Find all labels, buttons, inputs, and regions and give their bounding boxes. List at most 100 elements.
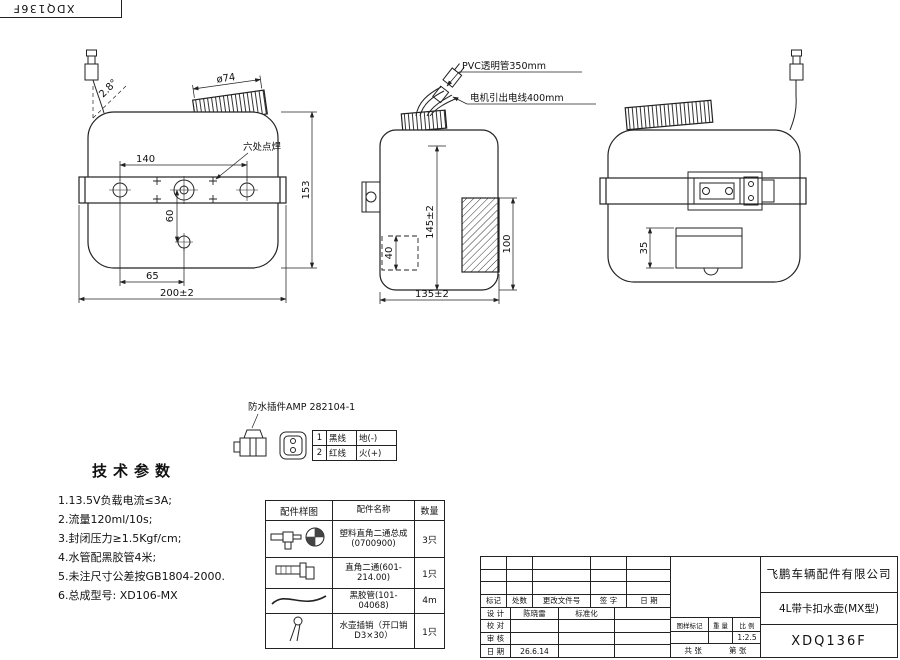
date-label: 日 期 [481,645,511,657]
tube-connector-lower [432,85,450,104]
tech-param-item: 6.总成型号: XD106-MX [58,589,178,602]
part-qty: 1只 [414,557,445,589]
pvc-tube-callout [446,71,582,87]
design-label: 设 计 [481,607,511,620]
part-sample-cell [265,557,333,589]
title-block-stamp-area: 图样标记 重 量 比 例 1:2.5 共 张 第 张 [671,557,761,657]
stamp-values-row: 1:2.5 [671,632,760,644]
title-block-identity-area: 飞鹏车辆配件有限公司 4L带卡扣水壶(MX型) XDQ136F [761,557,897,657]
tech-param-item: 3.封闭压力≥1.5Kgf/cm; [58,532,182,545]
part-name: 塑料直角二通总成(0700900) [332,520,415,558]
dim-35: 35 [639,227,674,269]
dim-cap-dia-label: ø74 [216,72,236,86]
dim-145-label: 145±2 [425,205,436,239]
sheet-count-row: 共 张 第 张 [671,644,760,657]
motor-wire-callout [452,96,596,105]
parts-table-header-row: 配件样图 配件名称 数量 [265,500,445,521]
dim-200: 200±2 [78,205,287,303]
dim-145: 145±2 [425,145,446,291]
connector-side-view [233,429,267,457]
title-block-revision-area: 标记 处数 更改文件号 签 字 日 期 设 计 陈晓雷 标准化 校 对 审 核 … [481,557,671,657]
parts-table: 配件样图 配件名称 数量 塑料直角二通总成(0700900) 3只 [265,500,445,649]
corner-drawing-number-block: XDQ136F [0,0,122,18]
review-row: 审 核 [481,632,670,646]
parts-row: 直角二通(601-214.00) 1只 [265,557,445,589]
part-sample-elbow-drawing [275,562,315,580]
power-wire-connector-right [789,49,804,131]
rev-header: 标记 [481,594,507,607]
power-wire-connector-front [84,49,105,114]
revision-empty-row [481,557,670,570]
pvc-tube-label: PVC透明管350mm [462,60,546,72]
tech-param-item: 1.13.5V负载电流≤3A; [58,494,172,507]
angle-annotation-lines [92,85,127,119]
part-sample-cell [265,520,333,558]
parts-row: 水壶插销（开口销D3×30） 1只 [265,613,445,649]
rev-header: 签 字 [591,594,627,607]
mounting-bracket-side [361,181,381,213]
stamp-empty-area [671,557,760,618]
part-name: 直角二通(601-214.00) [332,557,415,589]
sheet-index: 第 张 [729,646,747,655]
pump-hatched-side [461,197,500,273]
dim-cap-dia: ø74 [192,72,263,98]
connector-pin-table: 1 黑线 地(-) 2 红线 火(+) [312,430,397,461]
filler-cap-right [624,99,714,131]
date-row: 日 期 26.6.14 [481,645,670,657]
technical-parameters: 技术参数 1.13.5V负载电流≤3A; 2.流量120ml/10s; 3.封闭… [58,460,278,605]
part-qty: 4m [414,588,445,614]
product-name: 4L带卡扣水壶(MX型) [761,593,897,626]
part-qty: 1只 [414,613,445,649]
pin-polarity: 地(-) [356,430,397,446]
angle-label: 2.8° [97,78,120,101]
spot-weld-marks [153,177,217,203]
dim-100: 100 [499,197,517,291]
dim-60: 60 [165,189,180,243]
company-name: 飞鹏车辆配件有限公司 [761,557,897,593]
pin-polarity: 火(+) [356,445,397,461]
stamp-label: 图样标记 [671,618,709,631]
check-label: 校 对 [481,620,511,632]
dim-35-label: 35 [639,242,650,255]
parts-row: 塑料直角二通总成(0700900) 3只 [265,520,445,558]
tank-outline-right [607,129,801,283]
rev-header: 处数 [507,594,533,607]
dim-153-label: 153 [301,180,312,199]
front-view-drawing [78,49,287,269]
scale-value: 1:2.5 [737,633,757,642]
drawing-number: XDQ136F [791,633,867,649]
title-block: 标记 处数 更改文件号 签 字 日 期 设 计 陈晓雷 标准化 校 对 审 核 … [480,556,898,658]
technical-parameters-title: 技术参数 [92,462,177,480]
rev-header: 更改文件号 [533,594,591,607]
dim-140: 140 [119,154,248,181]
check-row: 校 对 [481,620,670,633]
parts-header-sample: 配件样图 [265,500,333,521]
part-name: 水壶插销（开口销D3×30） [332,613,415,649]
buckle-latch-assembly [687,171,775,211]
weld-note-label: 六处点焊 [243,141,282,153]
filler-cap-side [400,109,448,133]
dim-40: 40 [384,235,399,271]
scale-label: 比 例 [739,621,755,630]
right-view-drawing [599,49,807,283]
part-sample-elbow-assembly-drawing [270,527,325,550]
dim-40-label: 40 [384,247,395,260]
pump-box-right [675,227,743,276]
date-value: 26.6.14 [511,645,559,657]
connector-pin-row: 1 黑线 地(-) [312,430,397,446]
review-label: 审 核 [481,632,511,645]
motor-wire-label: 电机引出电线400mm [470,92,564,104]
designer-name: 陈晓雷 [511,607,559,620]
parts-header-qty: 数量 [414,500,445,521]
revision-header-row: 标记 处数 更改文件号 签 字 日 期 [481,594,670,608]
part-sample-cell [265,613,333,649]
pin-number: 2 [312,445,327,461]
design-row: 设 计 陈晓雷 标准化 [481,607,670,621]
rev-header: 日 期 [640,596,658,606]
part-sample-hose-drawing [271,595,327,605]
connector-detail-drawing [233,413,307,460]
tech-param-item: 2.流量120ml/10s; [58,513,153,526]
dim-140-label: 140 [136,154,155,165]
